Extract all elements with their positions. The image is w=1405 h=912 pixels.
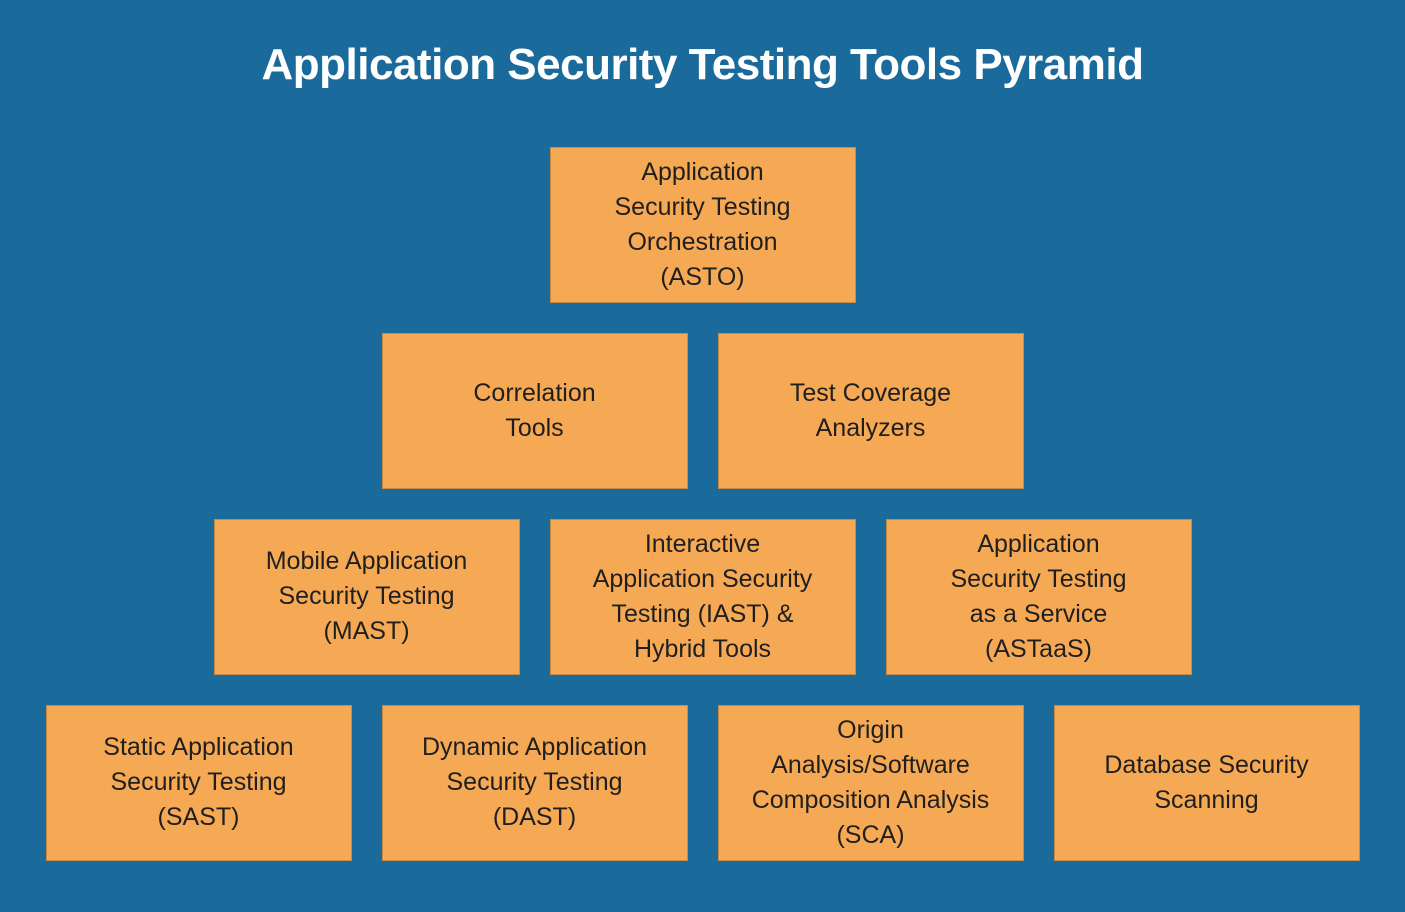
pyramid-row-4: Static Application Security Testing (SAS… bbox=[45, 704, 1360, 861]
pyramid-box-astaas: Application Security Testing as a Servic… bbox=[885, 518, 1192, 675]
pyramid-row-1: Application Security Testing Orchestrati… bbox=[549, 146, 856, 303]
pyramid: Application Security Testing Orchestrati… bbox=[0, 146, 1405, 861]
pyramid-box-sca: Origin Analysis/Software Composition Ana… bbox=[717, 704, 1024, 861]
pyramid-box-sast: Static Application Security Testing (SAS… bbox=[45, 704, 352, 861]
pyramid-box-database-security-scanning: Database Security Scanning bbox=[1053, 704, 1360, 861]
pyramid-row-3: Mobile Application Security Testing (MAS… bbox=[213, 518, 1192, 675]
diagram-title: Application Security Testing Tools Pyram… bbox=[261, 40, 1144, 89]
pyramid-box-asto: Application Security Testing Orchestrati… bbox=[549, 146, 856, 303]
pyramid-box-mast: Mobile Application Security Testing (MAS… bbox=[213, 518, 520, 675]
pyramid-row-2: Correlation Tools Test Coverage Analyzer… bbox=[381, 332, 1024, 489]
pyramid-box-dast: Dynamic Application Security Testing (DA… bbox=[381, 704, 688, 861]
pyramid-box-test-coverage-analyzers: Test Coverage Analyzers bbox=[717, 332, 1024, 489]
pyramid-box-correlation-tools: Correlation Tools bbox=[381, 332, 688, 489]
pyramid-box-iast-hybrid: Interactive Application Security Testing… bbox=[549, 518, 856, 675]
